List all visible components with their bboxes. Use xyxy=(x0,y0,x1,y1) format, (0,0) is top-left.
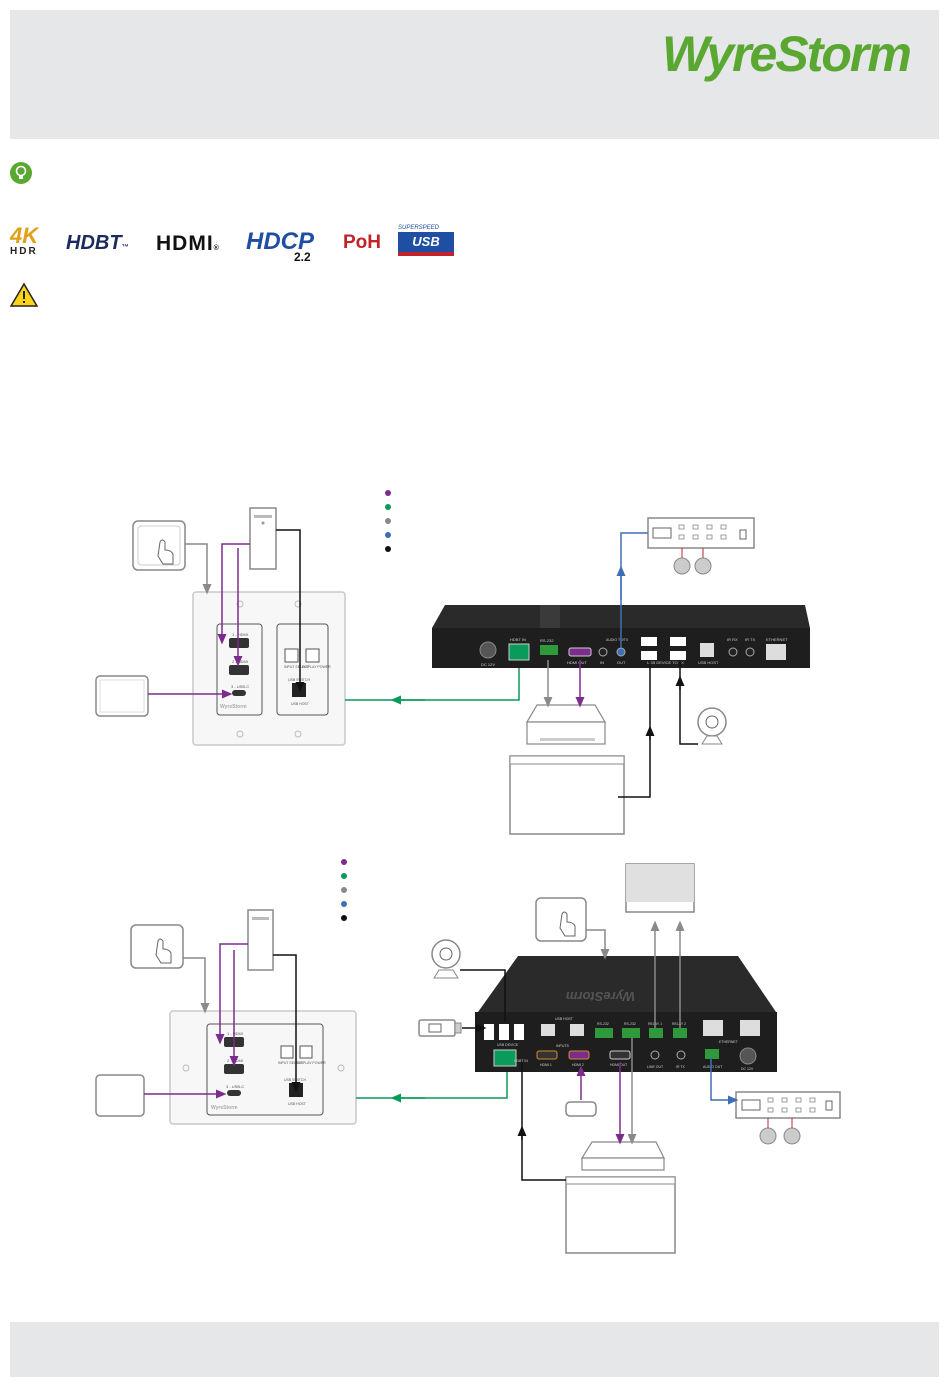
legend-dot-audio xyxy=(385,532,391,538)
usb-drive-2 xyxy=(418,1019,462,1037)
rx1-usb-host-label: USB HOST xyxy=(698,660,719,665)
rx1-rs232-label: RS-232 xyxy=(540,638,554,643)
wp1-display-power-label: DISPLAY POWER xyxy=(302,665,331,669)
cable-audio-1 xyxy=(620,532,648,648)
rx2-hdmi1-label: HDMI 1 xyxy=(540,1063,552,1067)
cable-usb-display-2 xyxy=(521,1062,566,1181)
wall-plate-transmitter-1: 1 - HDMI 2 - HDMI 3 - USB-C INPUT SELECT… xyxy=(192,591,346,746)
audio-amplifier-1 xyxy=(647,517,755,575)
wyrestorm-logo: WyreStorm xyxy=(662,26,912,82)
rx2-hdmi2-label: HDMI 2 xyxy=(572,1063,584,1067)
rx2-ethernet-label: ETHERNET xyxy=(719,1040,739,1044)
wp2-display-power-label: DISPLAY POWER xyxy=(297,1061,326,1065)
rx1-hdmi-out-label: HDMI OUT xyxy=(567,660,587,665)
audio-amplifier-2 xyxy=(735,1091,841,1145)
receiver-2: WyreStorm USB DEVICE USB HOST HDBT IN HD… xyxy=(475,956,777,1072)
tablet-2 xyxy=(95,1074,145,1117)
rx2-hdmi-out-label: HDMI OUT xyxy=(610,1063,628,1067)
legend-dot-usb xyxy=(385,518,391,524)
cable-touch-usb-1 xyxy=(185,543,212,595)
footer-band xyxy=(10,1322,939,1377)
wp1-hdmi1-label: 1 - HDMI xyxy=(232,632,248,637)
webcam-1 xyxy=(697,707,727,745)
wp2-hdmi2-label: 2 - HDMI xyxy=(227,1058,243,1063)
wp1-hdmi2-label: 2 - HDMI xyxy=(232,659,248,664)
wp2-input-select-label: INPUT SELECT xyxy=(278,1061,304,1065)
cable-pc-hdmi1-2 xyxy=(215,943,248,1045)
hdbaset-badge: HDBT™ xyxy=(66,232,129,254)
rx1-ethernet-label: ETHERNET xyxy=(766,637,788,642)
cable-pc-hdmi1-1 xyxy=(217,543,250,645)
rx2-dc-label: DC 12V xyxy=(741,1067,754,1071)
webcam-2 xyxy=(431,939,461,979)
display-1 xyxy=(509,755,625,835)
apple-tv-2 xyxy=(565,1101,597,1117)
rx2-rs232b-label: RS-232 xyxy=(624,1022,636,1026)
registered-mark: ® xyxy=(901,62,907,69)
wp1-usb-switch-label: USB SWITCH xyxy=(288,678,310,682)
av-receiver-2 xyxy=(580,1141,665,1171)
rx2-inputs-label: INPUTS xyxy=(556,1044,570,1048)
wp2-hdmi1-label: 1 - HDMI xyxy=(227,1031,243,1036)
tablet-1 xyxy=(95,675,149,717)
av-receiver-1 xyxy=(525,704,607,745)
rx2-hdbt-in-label: HDBT IN xyxy=(514,1059,528,1063)
cable-webcam-2 xyxy=(460,969,506,1022)
rx1-dc-label: DC 12V xyxy=(481,662,495,667)
rx2-usb-device-label: USB DEVICE xyxy=(497,1043,519,1047)
wp1-usbc-label: 3 - USB-C xyxy=(231,684,249,689)
wp2-usb-host-label: USB HOST xyxy=(288,1102,307,1106)
cable-touch-rs232-2 xyxy=(586,929,610,960)
projector-screen-2 xyxy=(625,863,695,913)
rx1-ir-rx-label: IR RX xyxy=(727,637,738,642)
touch-panel-2 xyxy=(130,924,184,969)
hdmi-badge: HDMI® xyxy=(156,232,220,255)
cable-pc-usb-host-1 xyxy=(276,529,305,693)
cable-audio-2 xyxy=(710,1058,739,1105)
rx2-ir-tx-label: IR TX xyxy=(676,1065,686,1069)
legend-dot-usb-data xyxy=(385,546,391,552)
rx1-hdbt-in-label: HDBT IN xyxy=(510,637,526,642)
cable-usb-display-1 xyxy=(618,660,651,798)
wp2-usb-switch-label: USB SWITCH xyxy=(284,1078,306,1082)
rx1-audio-label: AUDIO TO/TX xyxy=(606,638,629,642)
wall-plate-transmitter-2: 1 - HDMI 2 - HDMI 3 - USB-C INPUT SELECT… xyxy=(169,1010,357,1125)
header-band xyxy=(10,10,939,139)
rx1-ir-tx-label: IR TX xyxy=(745,637,755,642)
legend-2 xyxy=(341,859,347,921)
cable-pc-usb-host-2 xyxy=(273,954,301,1093)
legend-dot-hdmi xyxy=(385,490,391,496)
rx1-usb-device-label: USB DEVICE TO TX xyxy=(647,660,684,665)
rx1-audio-out-label: OUT xyxy=(617,660,626,665)
pc-tower-2 xyxy=(247,909,274,971)
4k-hdr-badge: 4K HDR xyxy=(10,223,39,258)
rx2-usb-host-label: USB HOST xyxy=(555,1017,574,1021)
rx2-relay2-label: RELAY 2 xyxy=(672,1022,686,1026)
rx2-line-out-label: LINE OUT xyxy=(647,1065,664,1069)
legend-dot-hdbt xyxy=(385,504,391,510)
touch-panel-1 xyxy=(132,520,186,571)
lightbulb-icon xyxy=(10,162,32,184)
wp1-input-select-label: INPUT SELECT xyxy=(284,665,310,669)
rx1-audio-in-label: IN xyxy=(600,660,604,665)
wp1-usb-host-label: USB HOST xyxy=(291,702,310,706)
rx2-brand-label: WyreStorm xyxy=(565,989,635,1004)
cable-touch-usb-2 xyxy=(183,957,210,1014)
cable-webcam-1 xyxy=(679,660,698,745)
rx2-audio-out-label: AUDIO OUT xyxy=(703,1065,723,1069)
superspeed-usb-badge: SUPERSPEED USB xyxy=(398,225,454,259)
wp2-brand-label: WyreStorm xyxy=(211,1105,238,1111)
rx2-rs232-label: RS-232 xyxy=(597,1022,609,1026)
display-2 xyxy=(565,1176,676,1254)
wp2-usbc-label: 3 - USB-C xyxy=(226,1084,244,1089)
touch-panel-3 xyxy=(535,897,587,942)
poh-badge: PoH xyxy=(343,232,381,253)
pc-tower-1 xyxy=(249,507,277,570)
wp1-brand-label: WyreStorm xyxy=(220,704,247,710)
legend-1 xyxy=(385,490,391,552)
